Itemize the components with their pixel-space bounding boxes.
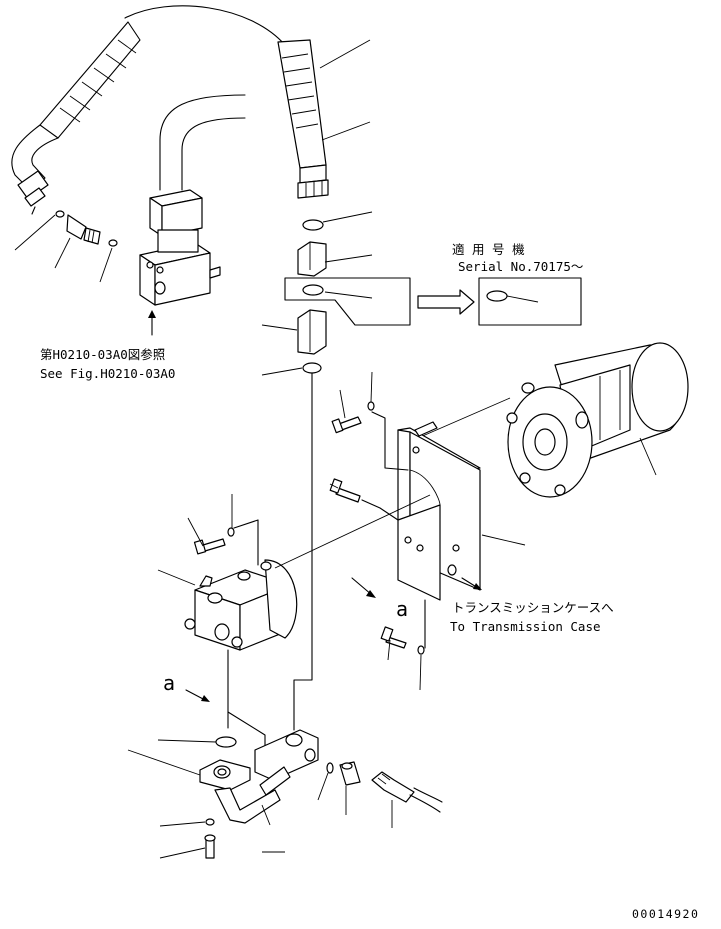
view-marker-pump: a	[163, 671, 175, 695]
drawing-number: 00014920	[632, 907, 699, 921]
reference-en-label: See Fig.H0210-03A0	[40, 366, 175, 381]
mounting-bracket	[397, 421, 481, 601]
bottom-fittings	[199, 711, 443, 859]
destination-en-label: To Transmission Case	[450, 619, 601, 634]
valve-block-left	[139, 94, 246, 336]
applicable-serial-box	[478, 277, 582, 326]
elbow-fitting-left	[55, 210, 118, 247]
applicable-serial-label: Serial No.70175～	[458, 259, 583, 274]
text-labels: 適 用 号 機 Serial No.70175～ 第H0210-03A0図参照 …	[40, 242, 699, 921]
leader-lines	[14, 39, 657, 859]
hydraulic-pump	[184, 494, 431, 729]
view-marker-bracket: a	[396, 597, 408, 621]
view-arrows	[185, 577, 482, 702]
bolts-pump	[193, 519, 259, 566]
hose-assembly-right	[277, 39, 329, 199]
applicable-arrow	[417, 289, 475, 315]
applicable-jp-label: 適 用 号 機	[452, 242, 525, 257]
reference-jp-label: 第H0210-03A0図参照	[40, 347, 165, 362]
motor-assembly	[417, 342, 689, 498]
destination-jp-label: トランスミッションケースへ	[452, 600, 614, 615]
fitting-stack-center	[293, 219, 327, 731]
hose-assembly-left	[11, 5, 286, 215]
highlight-box	[284, 277, 411, 326]
bolts-bracket	[329, 401, 426, 655]
